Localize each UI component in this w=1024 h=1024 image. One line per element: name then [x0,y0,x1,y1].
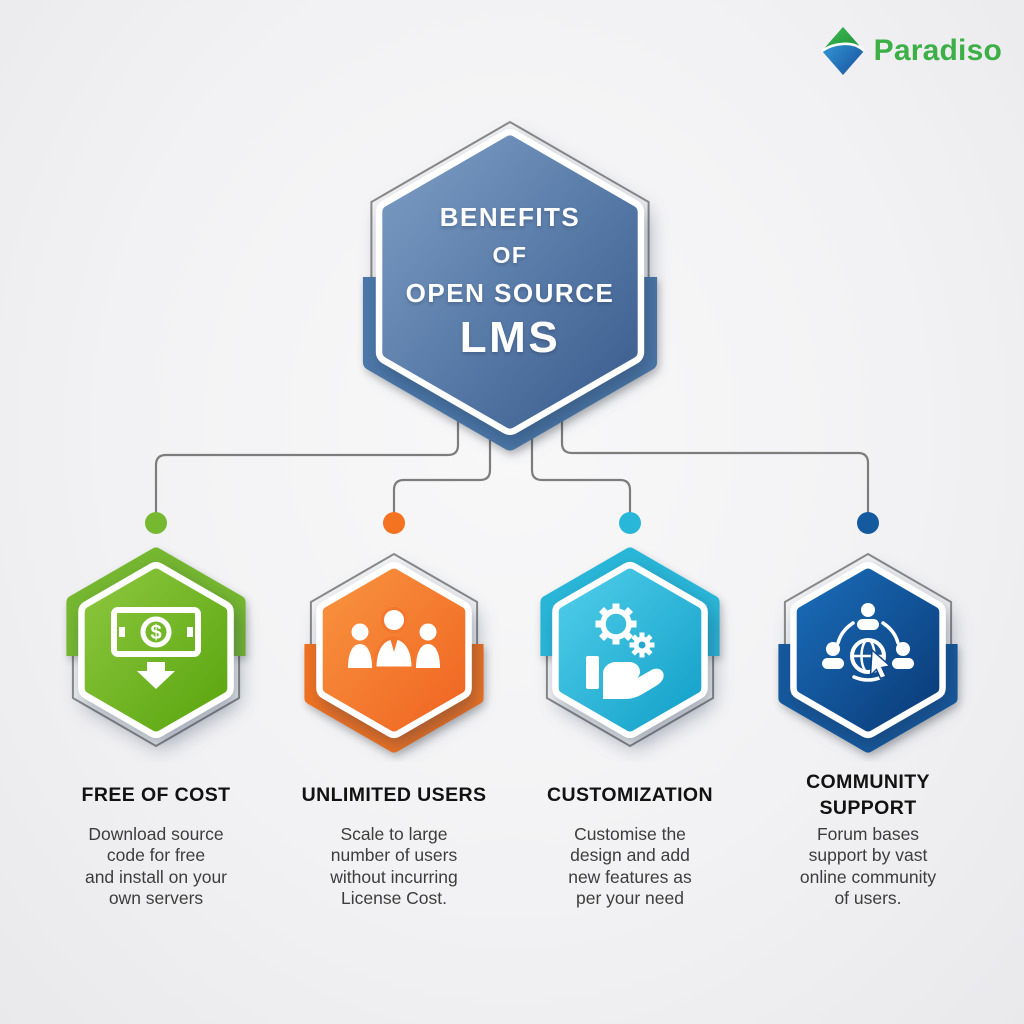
money-icon: $ [111,607,201,689]
center-title-line-1: BENEFITS [439,202,581,232]
hexagon-customization [518,538,742,767]
logo-wordmark: Paradiso [873,34,1002,67]
center-title-line-3: OPEN SOURCE [405,278,615,308]
benefit-description-free-of-cost: Download source code for free and instal… [84,824,228,909]
paradiso-logo-mark [820,27,865,75]
connector-dot-unlimited-users [383,512,405,534]
connector-dot-customization [619,512,641,534]
hexagon-community-support [756,538,980,767]
logo-swoosh [820,42,865,53]
benefit-title-free-of-cost: FREE OF COST [81,783,231,806]
svg-text:$: $ [150,622,161,644]
center-title-line-4: LMS [459,313,561,362]
connector-line-customization [530,408,632,513]
customization-icon [586,603,664,699]
center-hexagon-bracket [362,277,658,451]
center-title-line-2: OF [492,242,528,268]
benefit-title-unlimited-users: UNLIMITED USERS [301,783,487,806]
benefit-column-customization: CUSTOMIZATION Customise the design and a… [515,770,745,909]
benefit-title-community-support: COMMUNITY SUPPORT [806,770,930,819]
center-hexagon-body [375,129,645,435]
paradiso-logo: Paradiso [820,26,1002,76]
benefit-description-community-support: Forum bases support by vast online commu… [799,824,937,909]
connector-line-unlimited-users [392,408,492,513]
benefit-description-unlimited-users: Scale to large number of users without i… [330,824,458,909]
connector-line-free-of-cost [154,396,460,513]
benefit-column-unlimited-users: UNLIMITED USERS Scale to large number of… [279,770,509,909]
benefit-column-community-support: COMMUNITY SUPPORT Forum bases support by… [753,770,983,909]
benefit-column-free-of-cost: FREE OF COST Download source code for fr… [41,770,271,909]
community-icon [822,603,914,682]
center-hexagon-title: BENEFITS OF OPEN SOURCE LMS [330,198,690,364]
benefit-description-customization: Customise the design and add new feature… [568,824,692,909]
benefit-title-customization: CUSTOMIZATION [547,783,713,806]
connector-dot-free-of-cost [145,512,167,534]
hexagon-unlimited-users [282,538,506,767]
hexagon-free-of-cost: $ [44,538,268,767]
connector-dot-community-support [857,512,879,534]
connector-line-community-support [560,396,870,513]
users-icon [348,607,440,670]
hexagon-benefits-center [326,92,694,477]
